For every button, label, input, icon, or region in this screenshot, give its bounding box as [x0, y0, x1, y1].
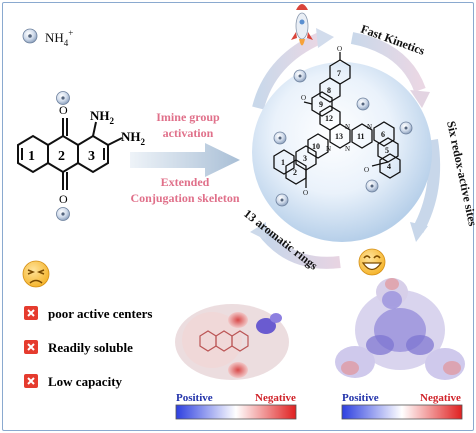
- amine-label-2: NH2: [121, 129, 146, 147]
- ion-icons-left: [56, 91, 70, 221]
- ring-number-3: 3: [88, 149, 95, 164]
- ring-label-2: 2: [293, 168, 297, 177]
- sad-face-icon: [22, 260, 50, 288]
- colorbar-right: Positive Negative: [341, 392, 463, 420]
- extended-label-line1: Extended: [161, 175, 210, 189]
- product-sphere: [252, 62, 432, 242]
- ring-label-9: 9: [319, 100, 323, 109]
- ion-icons-sphere: [273, 69, 413, 207]
- product-oxygen-top: O: [337, 45, 342, 53]
- imine-label-line1: Imine group: [156, 110, 220, 124]
- ring-number-2: 2: [58, 149, 65, 164]
- ion-legend: NH4+: [22, 28, 73, 48]
- drawback-item-1: poor active centers: [24, 306, 152, 321]
- ring-label-13: 13: [335, 132, 343, 141]
- drawback-text-2: Readily soluble: [48, 340, 133, 355]
- ring-label-7: 7: [337, 69, 341, 78]
- carbonyl-oxygen-top: O: [59, 103, 68, 117]
- drawback-item-3: Low capacity: [24, 374, 123, 389]
- ring-label-1: 1: [281, 158, 285, 167]
- ring-label-6: 6: [381, 130, 385, 139]
- product-nitrogen-b: N: [345, 145, 350, 153]
- ion-label: NH4+: [45, 28, 73, 48]
- ring-label-11: 11: [357, 132, 365, 141]
- drawback-list: poor active centers Readily soluble Low …: [24, 306, 152, 389]
- ring-label-5: 5: [385, 146, 389, 155]
- product-oxygen-bottom: O: [303, 189, 308, 197]
- reaction-arrow: [130, 143, 240, 177]
- colorbar-right-positive: Positive: [342, 392, 379, 404]
- ring-label-10: 10: [312, 142, 320, 151]
- drawback-text-3: Low capacity: [48, 374, 123, 389]
- colorbar-left-positive: Positive: [176, 392, 213, 404]
- drawback-item-2: Readily soluble: [24, 340, 133, 355]
- cycle-arrows: [250, 28, 441, 269]
- extended-label-line2: Conjugation skeleton: [130, 191, 239, 205]
- diaminoanthraquinone-structure: [17, 118, 123, 190]
- imine-label-line2: activation: [163, 126, 214, 140]
- amine-label-1: NH2: [90, 108, 115, 126]
- drawback-text-1: poor active centers: [48, 306, 152, 321]
- product-oxygen-right: O: [364, 166, 369, 174]
- ring-label-4: 4: [387, 162, 391, 171]
- colorbar-right-negative: Negative: [420, 392, 461, 404]
- ring-number-1: 1: [28, 149, 35, 164]
- esp-map-product: [335, 278, 465, 380]
- product-nitrogen-d: N: [367, 123, 372, 131]
- redox-sites-label: Six redox-active sites: [444, 120, 476, 228]
- esp-map-reactant: [175, 304, 289, 380]
- carbonyl-oxygen-bottom: O: [59, 192, 68, 206]
- ring-label-8: 8: [327, 86, 331, 95]
- ring-label-12: 12: [325, 114, 333, 123]
- product-nitrogen-c: N: [326, 145, 331, 153]
- product-oxygen-left: O: [301, 94, 306, 102]
- rocket-icon: [291, 4, 313, 46]
- colorbar-left-negative: Negative: [255, 392, 296, 404]
- ring-label-3: 3: [303, 154, 307, 163]
- happy-face-icon: [358, 248, 386, 276]
- product-nitrogen-a: N: [345, 123, 350, 131]
- colorbar-left: Positive Negative: [175, 392, 297, 420]
- product-molecule-structure: [273, 52, 401, 188]
